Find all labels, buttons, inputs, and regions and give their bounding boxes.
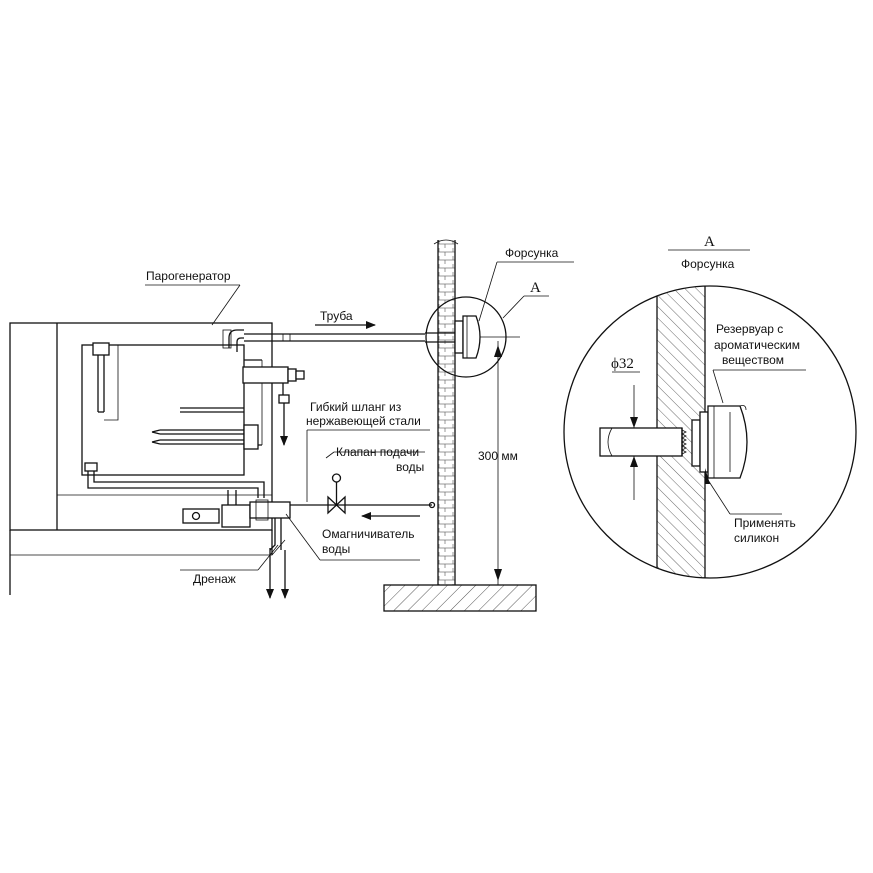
detail-subtitle: Форсунка	[681, 257, 735, 271]
label-reservoir-1: Резервуар с	[716, 322, 783, 336]
label-silicone-1: Применять	[734, 516, 796, 530]
label-pipe: Труба	[320, 309, 353, 323]
nozzle	[425, 261, 574, 378]
water-supply-line	[290, 473, 436, 520]
leaders	[145, 284, 430, 571]
label-reservoir-2: ароматическим	[714, 338, 800, 352]
dimension-300mm	[494, 341, 502, 585]
label-distance: 300 мм	[478, 449, 518, 463]
label-water-magnetizer-2: воды	[322, 542, 350, 556]
detail-view-a	[563, 249, 857, 579]
label-flexible-hose-2: нержавеющей стали	[306, 414, 421, 428]
label-water-valve-1: Клапан подачи	[336, 445, 419, 459]
label-water-valve-2: воды	[396, 460, 424, 474]
wall	[433, 239, 459, 585]
floor	[383, 584, 537, 612]
label-flexible-hose-1: Гибкий шланг из	[310, 400, 402, 414]
label-drain: Дренаж	[193, 572, 236, 586]
label-steam-generator: Парогенератор	[146, 269, 231, 283]
label-diameter: ϕ32	[611, 356, 634, 372]
label-silicone-2: силикон	[734, 531, 779, 545]
steam-pipe	[244, 321, 425, 342]
label-reservoir-3: веществом	[722, 353, 784, 367]
label-water-magnetizer-1: Омагничиватель	[322, 527, 414, 541]
label-nozzle: Форсунка	[505, 246, 559, 260]
steam-generator-cabinet	[9, 322, 305, 599]
detail-title: A	[704, 234, 715, 250]
label-section-marker: A	[530, 280, 541, 296]
